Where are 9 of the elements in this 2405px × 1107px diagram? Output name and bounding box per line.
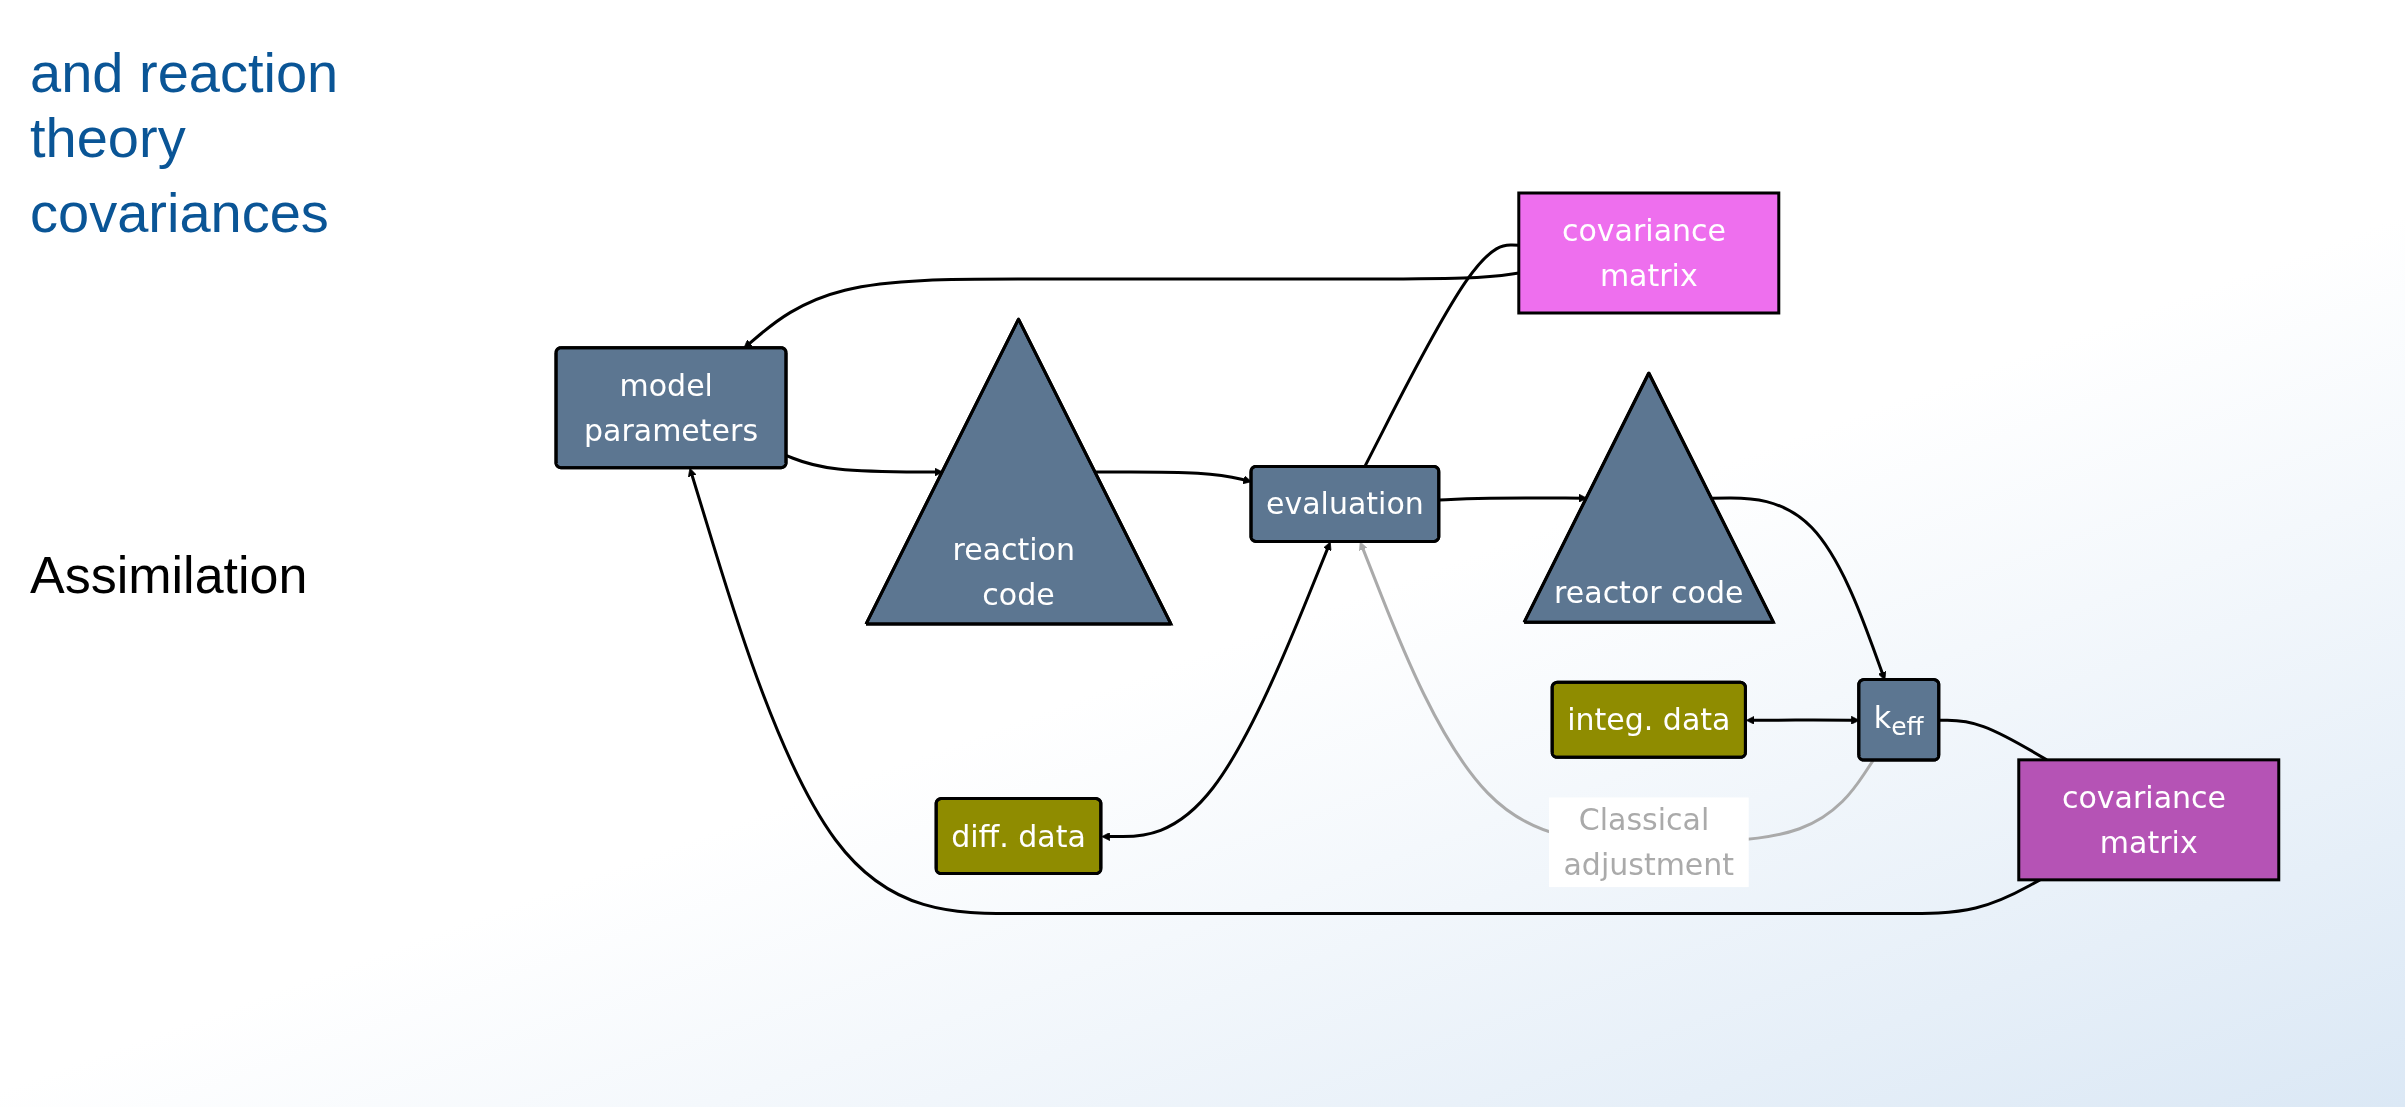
bullet-text: covariances bbox=[30, 180, 330, 245]
arrow bbox=[688, 468, 2041, 916]
annotation-text: Assimilation bbox=[30, 545, 309, 605]
edge-label: Classical adjustment bbox=[1563, 802, 1735, 883]
node-box: covariance matrix bbox=[2017, 758, 2281, 882]
node-box: covariance matrix bbox=[1517, 191, 1781, 315]
arrow bbox=[1095, 470, 1252, 485]
arrow bbox=[1439, 493, 1588, 503]
arrow bbox=[1101, 541, 1332, 842]
